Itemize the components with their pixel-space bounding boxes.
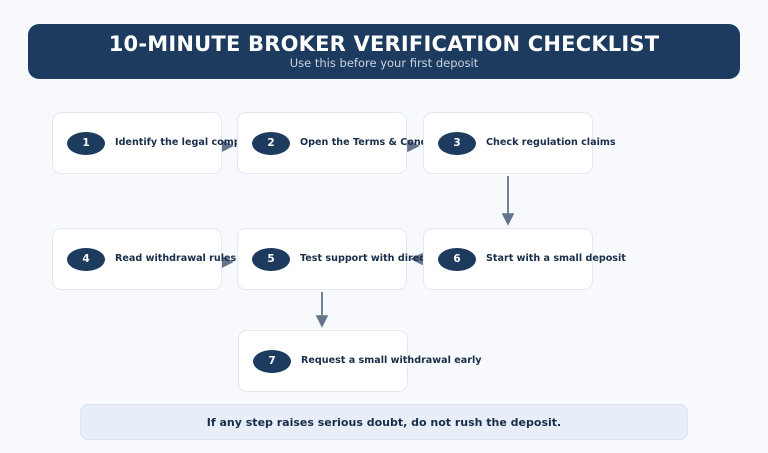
step-number-badge: 3 (438, 131, 476, 155)
step-card-3[interactable]: 3 Check regulation claims (423, 112, 616, 174)
footer-note-text: If any step raises serious doubt, do not… (206, 415, 562, 429)
step-card-7[interactable]: 7 Request a small withdrawal early (238, 330, 482, 392)
step-number-badge: 4 (67, 247, 105, 271)
step-card-6[interactable]: 6 Start with a small deposit (423, 228, 626, 290)
page-title: 10-MINUTE BROKER VERIFICATION CHECKLIST (108, 32, 660, 57)
step-label: Test support with direct questions (300, 252, 486, 264)
step-number-badge: 5 (252, 247, 290, 271)
step-label: Check regulation claims (486, 136, 616, 148)
step-label: Request a small withdrawal early (301, 354, 482, 366)
step-number-badge: 7 (253, 349, 291, 373)
header-banner: 10-MINUTE BROKER VERIFICATION CHECKLIST … (28, 24, 740, 79)
step-card-5[interactable]: 5 Test support with direct questions (237, 228, 486, 290)
step-card-1[interactable]: 1 Identify the legal company (52, 112, 260, 174)
step-label: Open the Terms & Conditions (300, 136, 458, 148)
page-subtitle: Use this before your first deposit (289, 56, 479, 71)
step-number-badge: 6 (438, 247, 476, 271)
footer-note: If any step raises serious doubt, do not… (80, 404, 688, 440)
step-number-badge: 1 (67, 131, 105, 155)
step-label: Identify the legal company (115, 136, 261, 148)
step-label: Read withdrawal rules first (115, 252, 262, 264)
step-card-2[interactable]: 2 Open the Terms & Conditions (237, 112, 458, 174)
step-number-badge: 2 (252, 131, 290, 155)
step-card-4[interactable]: 4 Read withdrawal rules first (52, 228, 262, 290)
step-label: Start with a small deposit (486, 252, 626, 264)
